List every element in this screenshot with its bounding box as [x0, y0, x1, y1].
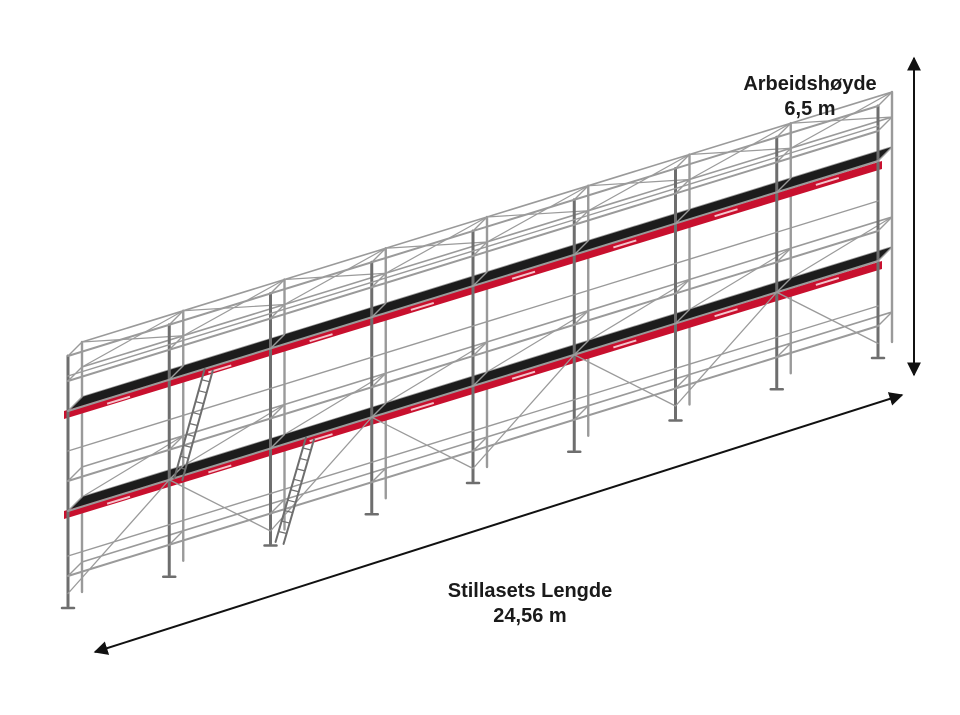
- scaffold-front-ledger: [67, 160, 879, 412]
- scaffold-transom: [674, 208, 691, 225]
- scaffold-transom: [877, 246, 893, 262]
- scaffold-deck-print: [714, 308, 738, 318]
- scaffold-deck-print: [714, 208, 738, 218]
- scaffold-ladder-rung: [201, 379, 211, 383]
- length-dimension-arrow: [93, 392, 904, 655]
- scaffold-transom: [472, 371, 488, 387]
- scaffold-front-brace: [776, 291, 879, 345]
- scaffold-deck-print: [511, 370, 536, 380]
- scaffold-ladder-rung: [299, 457, 309, 462]
- scaffold-transom: [472, 216, 488, 232]
- scaffold-deck-print: [815, 276, 840, 286]
- scaffold-back-brace: [182, 303, 286, 312]
- scaffold-deck-print: [815, 176, 840, 186]
- scaffold-deck-print: [511, 270, 536, 280]
- scaffold-transom: [877, 146, 893, 162]
- scaffold-transom: [67, 561, 83, 577]
- scaffold-ladder-rung: [296, 468, 306, 472]
- scaffold-transom: [776, 342, 792, 358]
- scaffold-ladder-rung: [188, 422, 199, 427]
- height-dimension-title: Arbeidshøyde: [743, 73, 877, 95]
- height-dimension-value: 6,5 m: [784, 98, 836, 120]
- scaffold-transom: [776, 177, 792, 193]
- scaffold-ladder-rung: [287, 499, 297, 503]
- scaffold-transom: [269, 278, 286, 295]
- scaffold-deck-print: [208, 364, 232, 374]
- scaffold-back-brace: [587, 178, 691, 187]
- scaffold-transom: [776, 247, 792, 263]
- scaffold-transom: [168, 310, 184, 326]
- scaffold-transom: [67, 466, 83, 482]
- scaffold-transom: [472, 271, 488, 287]
- scaffold-transom: [371, 247, 387, 263]
- scaffold-back-brace: [688, 147, 792, 156]
- scaffold-front-brace: [674, 291, 778, 407]
- scaffold-back-brace: [790, 216, 893, 279]
- scaffold-transom: [674, 308, 691, 325]
- scaffold-ladder-rung: [290, 489, 300, 493]
- scaffold-ladder-rung: [278, 530, 288, 535]
- scaffold-deck-print: [613, 339, 637, 349]
- scaffold-back-brace: [688, 247, 792, 311]
- scaffold-transom: [674, 373, 691, 390]
- scaffold-deck-print: [613, 239, 637, 249]
- scaffold-transom: [269, 333, 286, 350]
- scaffold-back-brace: [486, 210, 589, 218]
- scaffold-back-brace: [486, 310, 589, 373]
- scaffold-front-ledger: [67, 130, 879, 382]
- scaffold-transom: [674, 278, 691, 295]
- scaffold-transom: [776, 122, 792, 138]
- scaffold-back-brace: [283, 272, 387, 281]
- scaffold-ladder-rung: [302, 447, 312, 451]
- scaffold-back-brace: [790, 116, 893, 124]
- scaffold-ladder-rung: [198, 390, 208, 394]
- scaffold-transom: [573, 240, 589, 256]
- scaffold-deck-print: [309, 333, 333, 343]
- scaffold-transom: [67, 341, 83, 357]
- scaffold-transom: [674, 153, 691, 170]
- scaffold-transom: [67, 396, 83, 412]
- scaffold-transom: [573, 310, 589, 326]
- scaffold-guard-rail: [67, 125, 879, 377]
- scaffold-back-brace: [587, 278, 691, 342]
- scaffold-transom: [371, 372, 387, 388]
- scaffold-transom: [472, 341, 488, 357]
- scaffold-transom: [573, 185, 589, 201]
- scaffold-ladder-rung: [194, 401, 205, 405]
- length-dimension-label: Stillasets Lengde 24,56 m: [420, 579, 640, 629]
- scaffold-transom: [573, 340, 589, 356]
- scaffold-ladder-rung: [182, 444, 193, 448]
- scaffold-front-ledger: [67, 105, 879, 357]
- scaffold-ladder-rung: [185, 433, 196, 438]
- scaffold-ladder-rung: [191, 411, 202, 416]
- scaffold-back-brace: [81, 335, 184, 343]
- scaffold-transom: [67, 496, 83, 512]
- height-dimension-label: Arbeidshøyde 6,5 m: [730, 72, 890, 122]
- scaffold-transom: [877, 116, 893, 132]
- scaffold-transom: [877, 216, 893, 232]
- length-dimension-value: 24,56 m: [493, 605, 567, 627]
- scaffold-transom: [877, 311, 893, 327]
- scaffold-back-brace: [385, 241, 488, 249]
- scaffold-deck-print: [410, 301, 435, 311]
- scaffold-transom: [776, 277, 792, 293]
- scaffold-ladder-rung: [293, 478, 303, 482]
- scaffold-transom: [877, 91, 893, 107]
- scaffold-transom: [168, 365, 184, 381]
- length-dimension-title: Stillasets Lengde: [447, 580, 613, 602]
- scaffold-transom: [371, 302, 387, 318]
